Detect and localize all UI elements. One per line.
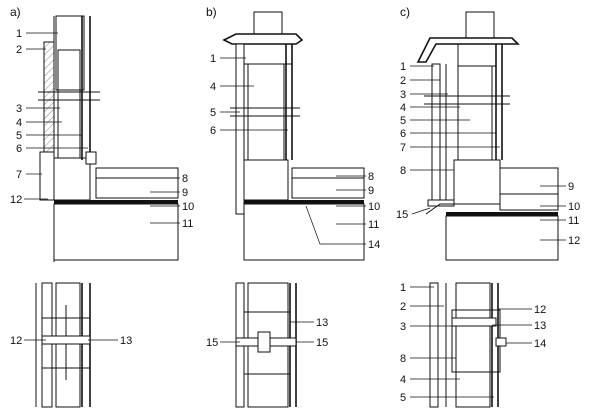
sill-beam-a xyxy=(53,157,91,201)
label-c-1: 1 xyxy=(400,61,406,73)
label-c-6: 6 xyxy=(400,128,406,140)
label-b-lower-15-right: 15 xyxy=(316,337,328,349)
label-c-lower-5: 5 xyxy=(400,392,406,404)
sill-beam-b xyxy=(243,159,289,201)
panel-b: b) 1 4 5 6 xyxy=(206,5,380,408)
label-c-lower-13: 13 xyxy=(534,320,546,332)
panel-c-upper-detail xyxy=(416,11,559,261)
insulation-b xyxy=(247,63,285,161)
label-b-4: 4 xyxy=(210,81,216,93)
spline-b xyxy=(257,331,271,353)
label-c-lower-3: 3 xyxy=(400,321,406,333)
label-a-3: 3 xyxy=(16,103,22,115)
label-a-8: 8 xyxy=(182,173,188,185)
spline-c xyxy=(451,317,497,327)
label-c-10: 10 xyxy=(568,201,580,213)
concrete-slab-b xyxy=(243,203,365,261)
wall-post-a xyxy=(55,15,85,91)
label-c-lower-2: 2 xyxy=(400,301,406,313)
label-b-8: 8 xyxy=(368,171,374,183)
panel-c-heading: c) xyxy=(400,5,410,19)
spline-a xyxy=(41,335,91,345)
label-c-lower-4: 4 xyxy=(400,374,406,386)
insulation-c xyxy=(457,65,493,161)
label-b-11: 11 xyxy=(368,219,379,231)
panel-a: a) 1 2 xyxy=(10,5,194,408)
membrane-b xyxy=(244,200,364,204)
label-c-11: 11 xyxy=(568,215,579,227)
label-c-lower-1: 1 xyxy=(400,282,406,294)
label-a-4: 4 xyxy=(16,117,22,129)
membrane-a xyxy=(54,200,178,204)
label-c-3: 3 xyxy=(400,89,406,101)
sill-beam-c xyxy=(453,159,501,205)
label-c-lower-8: 8 xyxy=(400,353,406,365)
label-c-lower-12: 12 xyxy=(534,304,546,316)
label-c-9: 9 xyxy=(568,181,574,193)
label-a-6: 6 xyxy=(16,143,22,155)
panel-a-upper-detail xyxy=(38,15,179,262)
floor-screed-a xyxy=(95,167,179,179)
label-a-7: 7 xyxy=(16,169,22,181)
panel-a-lower-detail xyxy=(35,282,91,408)
label-a-10: 10 xyxy=(182,201,194,213)
label-c-lower-14: 14 xyxy=(534,338,546,350)
floor-insulation-a xyxy=(95,177,179,199)
panel-c-lower-labels: 1 2 3 8 4 5 12 13 14 xyxy=(400,282,546,404)
label-a-5: 5 xyxy=(16,130,22,142)
label-c-7: 7 xyxy=(400,142,406,154)
label-b-1: 1 xyxy=(210,53,216,65)
panel-c-lower-detail xyxy=(429,282,507,408)
concrete-slab-c xyxy=(445,215,559,261)
outer-cladding-c xyxy=(431,63,441,201)
label-b-10: 10 xyxy=(368,201,380,213)
label-c-12: 12 xyxy=(568,235,580,247)
insulation-a xyxy=(57,49,81,159)
outer-cladding-b xyxy=(235,43,245,215)
label-b-14: 14 xyxy=(368,239,380,251)
panel-b-lower-detail xyxy=(235,282,297,408)
label-a-9: 9 xyxy=(182,187,188,199)
panel-b-lower-labels: 15 13 15 xyxy=(206,317,328,349)
label-a-lower-13: 13 xyxy=(120,335,132,347)
label-b-lower-15-left: 15 xyxy=(206,337,218,349)
panel-b-upper-detail xyxy=(222,11,365,261)
panel-c-upper-labels: 1 2 3 4 5 6 7 8 15 9 10 11 12 xyxy=(396,61,580,247)
label-c-5: 5 xyxy=(400,115,406,127)
label-a-1: 1 xyxy=(16,28,22,40)
panel-a-lower-labels: 12 13 xyxy=(10,335,132,347)
panel-a-upper-labels: 1 2 3 4 5 6 7 12 8 9 10 11 xyxy=(10,28,194,230)
label-c-2: 2 xyxy=(400,75,406,87)
panel-a-heading: a) xyxy=(10,5,21,19)
label-c-4: 4 xyxy=(400,102,406,114)
label-c-15: 15 xyxy=(396,209,408,221)
label-b-5: 5 xyxy=(210,107,216,119)
label-a-12: 12 xyxy=(10,194,22,206)
label-a-2: 2 xyxy=(16,44,22,56)
label-a-11: 11 xyxy=(182,218,193,230)
panel-c: c) 1 2 3 xyxy=(396,5,580,408)
panel-b-upper-labels: 1 4 5 6 8 9 10 11 14 xyxy=(210,53,380,251)
base-board-a xyxy=(39,151,55,201)
concrete-slab-a xyxy=(53,203,179,261)
panel-b-heading: b) xyxy=(206,5,217,19)
label-a-lower-12: 12 xyxy=(10,335,22,347)
label-b-9: 9 xyxy=(368,185,374,197)
label-b-6: 6 xyxy=(210,125,216,137)
label-c-8: 8 xyxy=(400,165,406,177)
label-b-lower-13: 13 xyxy=(316,317,328,329)
